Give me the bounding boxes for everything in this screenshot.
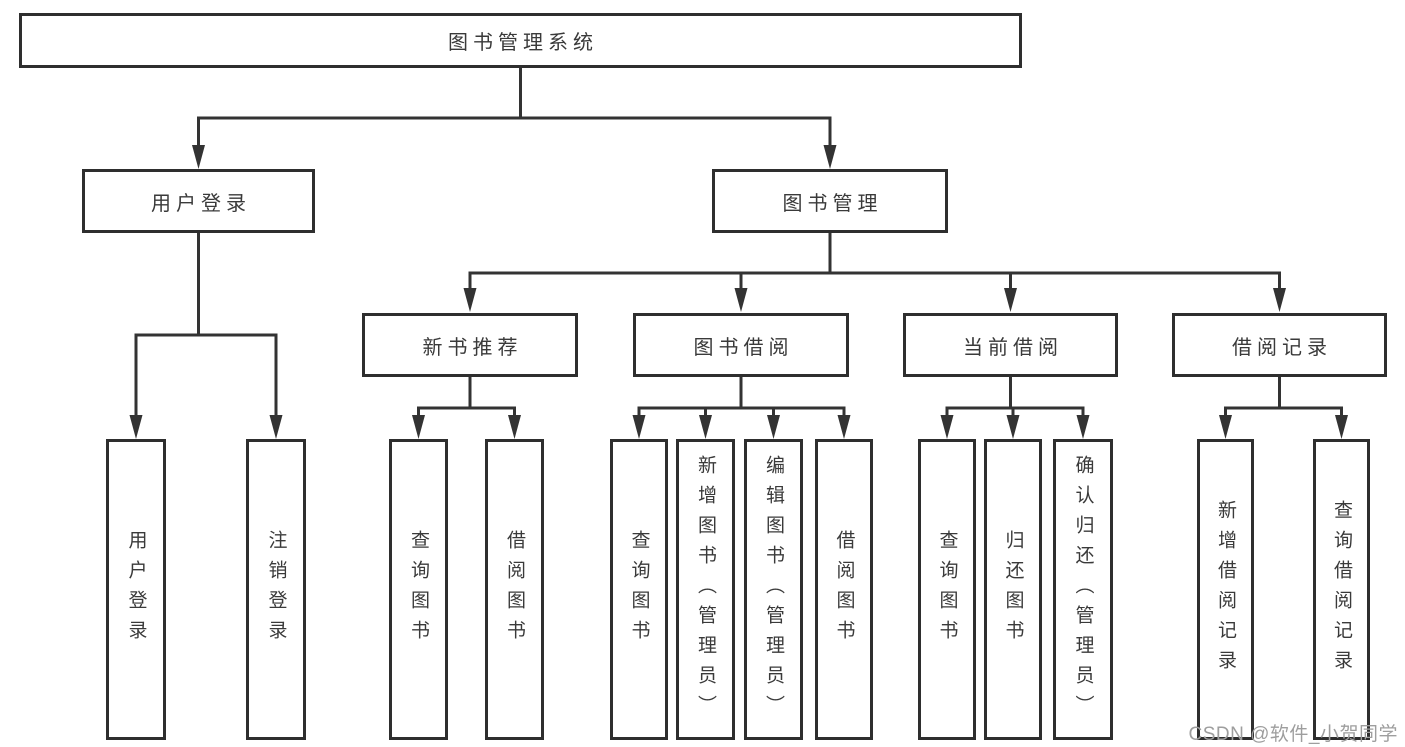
csdn-watermark: CSDN @软件_小贺同学 <box>1188 724 1398 745</box>
connector-book-management <box>463 233 1286 312</box>
node-current-borrowing: 当前借阅 <box>903 313 1118 377</box>
leaf-query-borrow-record: 查询借阅记录 <box>1313 439 1370 740</box>
leaf-return-book: 归还图书 <box>984 439 1042 740</box>
node-new-book-recommendation: 新书推荐 <box>362 313 578 377</box>
connector-book-borrowing <box>632 377 851 439</box>
node-book-borrowing: 图书借阅 <box>633 313 849 377</box>
leaf-add-book-admin: 新增图书（管理员） <box>676 439 735 740</box>
leaf-query-books-recommend: 查询图书 <box>389 439 448 740</box>
connector-new-book-recommendation <box>412 377 521 439</box>
leaf-add-borrow-record: 新增借阅记录 <box>1197 439 1254 740</box>
leaf-query-books-current: 查询图书 <box>918 439 976 740</box>
connector-current-borrowing <box>940 377 1090 439</box>
node-library-system: 图书管理系统 <box>19 13 1022 68</box>
node-user-login: 用户登录 <box>82 169 315 233</box>
connector-user-login <box>129 233 283 439</box>
leaf-edit-book-admin: 编辑图书（管理员） <box>744 439 803 740</box>
leaf-user-login: 用户登录 <box>106 439 166 740</box>
connector-root <box>192 68 837 169</box>
node-book-management: 图书管理 <box>712 169 948 233</box>
leaf-borrow-books-recommend: 借阅图书 <box>485 439 544 740</box>
leaf-borrow-books: 借阅图书 <box>815 439 873 740</box>
leaf-logout: 注销登录 <box>246 439 306 740</box>
connector-borrowing-records <box>1219 377 1348 439</box>
node-borrowing-records: 借阅记录 <box>1172 313 1387 377</box>
leaf-query-books-borrow: 查询图书 <box>610 439 668 740</box>
leaf-confirm-return-admin: 确认归还（管理员） <box>1053 439 1113 740</box>
